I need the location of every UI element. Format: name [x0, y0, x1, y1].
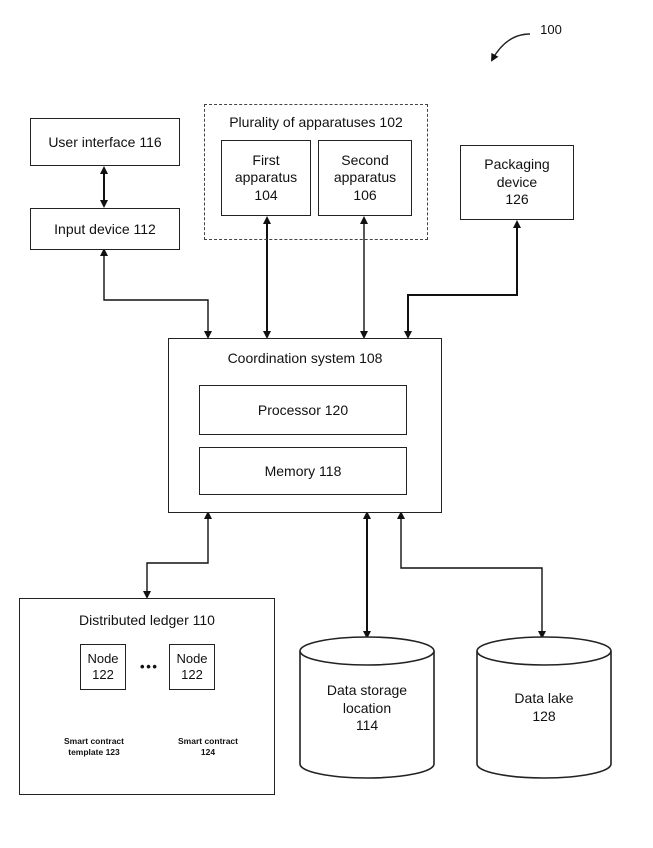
node-b-box: Node 122 — [169, 644, 215, 690]
edge-input-coordination — [104, 250, 208, 337]
figure-ref-label: 100 — [533, 22, 569, 38]
node-b-label: Node 122 — [176, 651, 207, 684]
input-device-box: Input device 112 — [30, 208, 180, 250]
first-apparatus-label: First apparatus 104 — [235, 152, 297, 205]
processor-label: Processor 120 — [258, 402, 348, 418]
data-storage-label: Data storage location 114 — [300, 682, 434, 735]
apparatuses-group-label: Plurality of apparatuses 102 — [206, 114, 426, 132]
node-a-box: Node 122 — [80, 644, 126, 690]
figure-ref-arrow — [492, 34, 530, 60]
edge-coordination-datalake — [401, 513, 542, 637]
packaging-device-label: Packaging device 126 — [484, 156, 549, 209]
edge-coordination-ledger — [147, 513, 208, 597]
second-apparatus-box: Second apparatus 106 — [318, 140, 412, 216]
coordination-system-label: Coordination system 108 — [168, 350, 442, 368]
smart-contract-template-label: Smart contract template 123 — [56, 736, 132, 757]
node-a-label: Node 122 — [87, 651, 118, 684]
smart-contract-label: Smart contract 124 — [170, 736, 246, 757]
user-interface-label: User interface 116 — [48, 134, 161, 150]
input-device-label: Input device 112 — [54, 221, 156, 237]
data-lake-label: Data lake 128 — [477, 690, 611, 725]
user-interface-box: User interface 116 — [30, 118, 180, 166]
first-apparatus-box: First apparatus 104 — [221, 140, 311, 216]
memory-box: Memory 118 — [199, 447, 407, 495]
packaging-device-box: Packaging device 126 — [460, 145, 574, 220]
second-apparatus-label: Second apparatus 106 — [334, 152, 396, 205]
distributed-ledger-label: Distributed ledger 110 — [19, 612, 275, 630]
memory-label: Memory 118 — [265, 463, 342, 479]
node-ellipsis: • • • — [129, 659, 167, 675]
processor-box: Processor 120 — [199, 385, 407, 435]
